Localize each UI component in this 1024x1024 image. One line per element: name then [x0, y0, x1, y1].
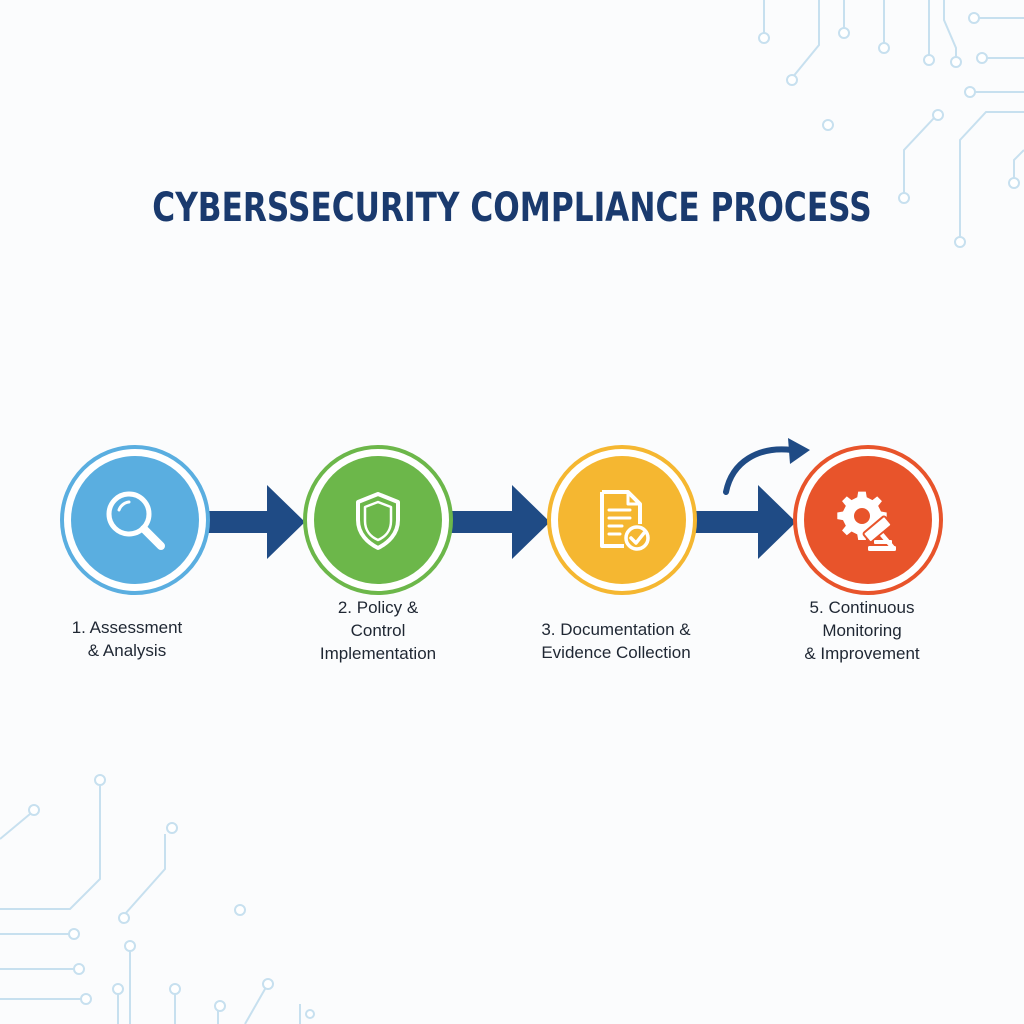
step-1-assessment — [60, 445, 210, 595]
step-3-documentation — [547, 445, 697, 595]
gear-gavel-icon — [837, 491, 898, 553]
step-2-label: 2. Policy & Control Implementation — [268, 596, 488, 665]
step-1-label-line-1: 1. Assessment — [71, 618, 183, 637]
arrow-step1-to-step2 — [205, 485, 305, 559]
step-2-label-line-1: 2. Policy & — [337, 598, 419, 617]
shield-icon — [356, 492, 400, 550]
step-2-label-line-3: Implementation — [319, 644, 437, 663]
arrow-step3-to-step4 — [694, 485, 796, 559]
step-2-disc — [314, 456, 442, 584]
step-1-label-line-2: & Analysis — [87, 641, 167, 660]
step-5-label: 5. Continuous Monitoring & Improvement — [752, 596, 972, 665]
step-5-label-line-2: Monitoring — [822, 621, 902, 640]
step-1-disc — [71, 456, 199, 584]
page-title: CYBERSSECURITY COMPLIANCE PROCESS — [152, 185, 872, 231]
magnifier-icon — [106, 491, 165, 550]
step-5-label-line-3: & Improvement — [804, 644, 920, 663]
step-3-disc — [558, 456, 686, 584]
step-3-label-line-2: Evidence Collection — [541, 643, 691, 662]
step-3-label-line-1: 3. Documentation & — [541, 620, 691, 639]
arrow-step2-to-step3 — [450, 485, 550, 559]
curved-cycle-arrow — [723, 438, 810, 495]
step-3-label: 3. Documentation & Evidence Collection — [506, 618, 726, 664]
step-5-monitoring — [793, 445, 943, 595]
document-check-icon — [600, 490, 650, 551]
step-1-label: 1. Assessment & Analysis — [17, 616, 237, 662]
step-5-label-line-1: 5. Continuous — [809, 598, 915, 617]
step-2-policy — [303, 445, 453, 595]
step-2-label-line-2: Control — [350, 621, 406, 640]
